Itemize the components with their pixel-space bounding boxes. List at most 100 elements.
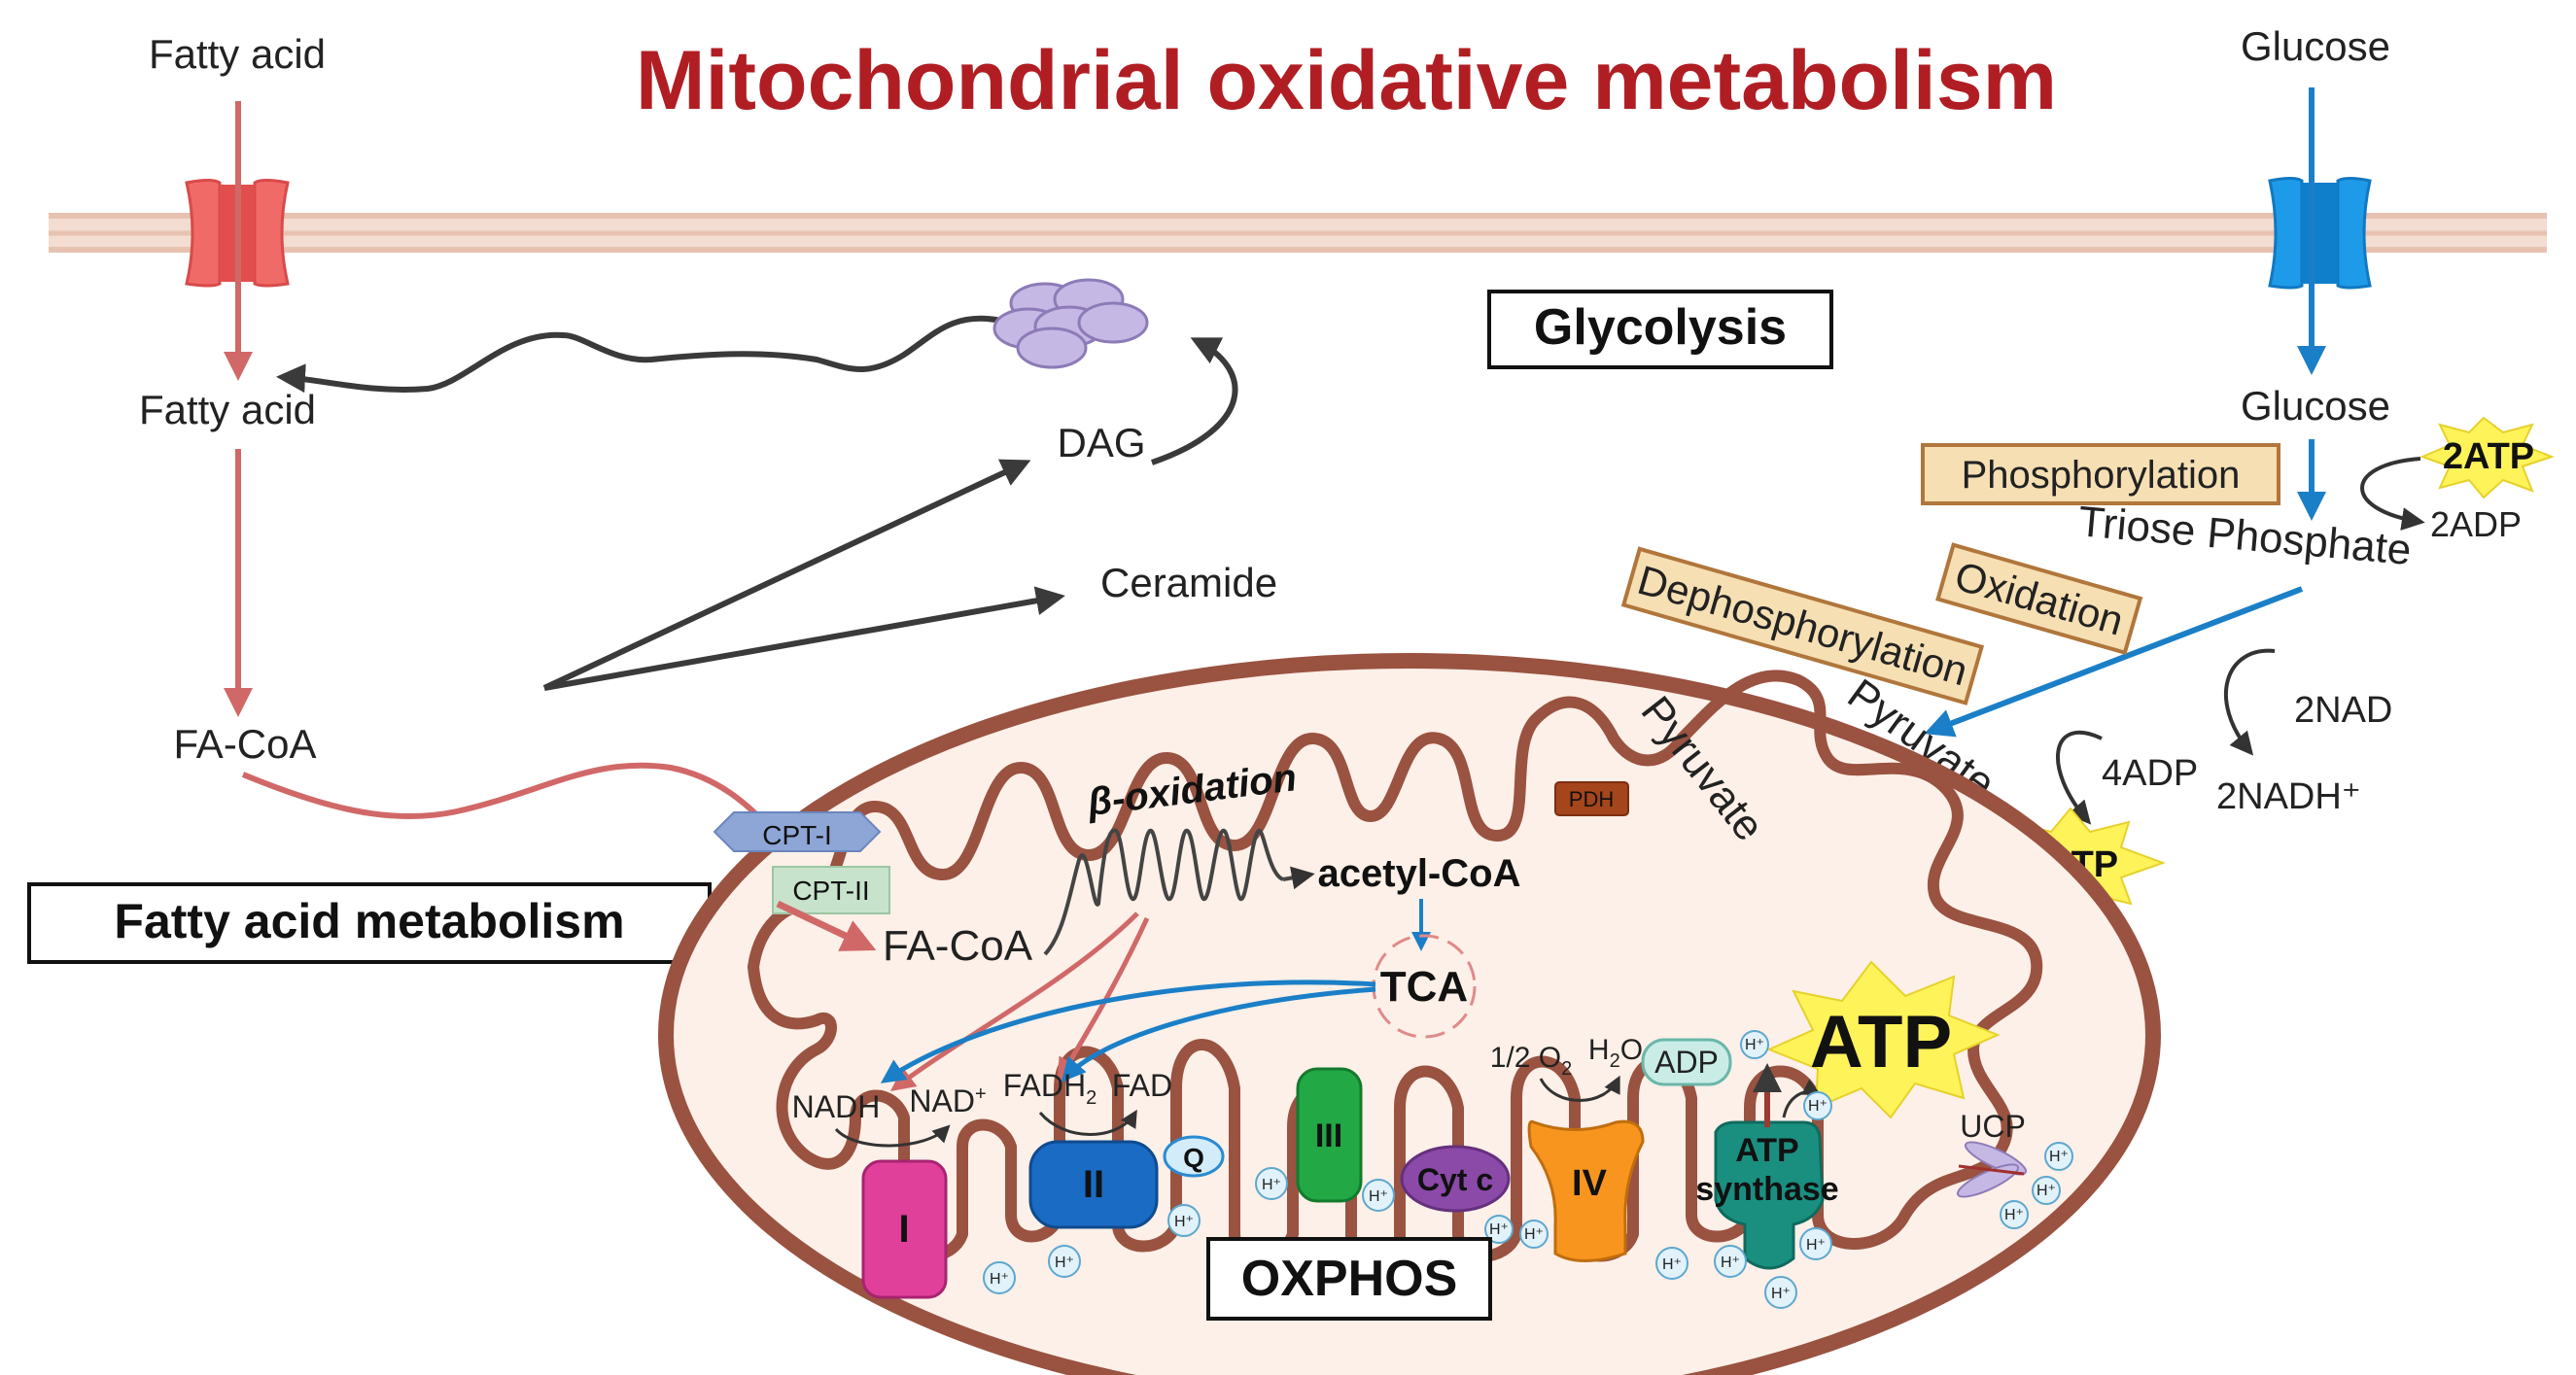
cpt2-label: CPT-II xyxy=(792,876,869,906)
proton-icon: H⁺ xyxy=(2000,1200,2029,1229)
cpt1-label: CPT-I xyxy=(762,820,832,850)
complex-ii: II xyxy=(1028,1140,1159,1229)
complex-i: I xyxy=(861,1159,948,1299)
atp-star-main: ATP xyxy=(1766,960,2001,1119)
atp-synthase-line2: synthase xyxy=(1695,1171,1838,1208)
fa-coa-label: FA-CoA xyxy=(173,721,316,767)
proton-icon: H⁺ xyxy=(1655,1247,1688,1280)
fatty-acid-metabolism-box: Fatty acid metabolism xyxy=(27,882,712,964)
fa-coa-matrix-label: FA-CoA xyxy=(883,922,1033,970)
proton-label: H⁺ xyxy=(990,1271,1009,1288)
o2-to-h2o-arrow xyxy=(1539,1075,1620,1102)
h2o-subscript: 2 xyxy=(1610,1050,1620,1072)
half-o2-text: 1/2 O xyxy=(1490,1042,1561,1074)
atp-synthase-line1: ATP xyxy=(1735,1132,1798,1169)
fadh2-subscript: 2 xyxy=(1086,1087,1097,1109)
proton-label: H⁺ xyxy=(1174,1214,1194,1230)
fatty-acid-pathway-arrows xyxy=(224,101,766,824)
fatty-acid-metabolism-label: Fatty acid metabolism xyxy=(114,894,624,948)
proton-icon: H⁺ xyxy=(1799,1227,1832,1260)
phosphorylation-label: Phosphorylation xyxy=(1962,454,2241,497)
glycolysis-box: Glycolysis xyxy=(1487,290,1833,369)
complex-i-label: I xyxy=(898,1208,909,1251)
proton-label: H⁺ xyxy=(1369,1188,1388,1205)
adp-label: ADP xyxy=(1654,1045,1719,1080)
coenzyme-q: Q xyxy=(1163,1135,1225,1178)
proton-label: H⁺ xyxy=(1055,1255,1074,1271)
h2o-o: O xyxy=(1620,1034,1643,1066)
inner-membrane-cristae xyxy=(748,670,2043,1268)
acetyl-coa-label: acetyl-CoA xyxy=(1318,852,1521,895)
plasma-membrane xyxy=(49,213,2547,253)
beta-oxidation-spiral-icon xyxy=(1043,828,1285,956)
cpt2-transporter: CPT-II xyxy=(772,866,890,914)
complex-iv: IV xyxy=(1527,1119,1645,1262)
q-label: Q xyxy=(1183,1143,1204,1173)
nad-arrow xyxy=(2224,648,2276,756)
fadh2-label: FADH2 xyxy=(1003,1068,1097,1109)
beta-oxidation-to-acetyl-coa-arrow xyxy=(1282,866,1315,890)
proton-icon: H⁺ xyxy=(983,1261,1016,1294)
nad-label: 2NAD xyxy=(2294,690,2392,731)
cpt-to-fa-coa-arrow xyxy=(776,900,877,951)
fad-label: FAD xyxy=(1112,1068,1172,1103)
triose-phosphate-label: Triose Phosphate xyxy=(2076,498,2413,574)
proton-icon: H⁺ xyxy=(1484,1215,1514,1244)
proton-label: H⁺ xyxy=(1524,1226,1544,1243)
cyt-c-label: Cyt c xyxy=(1417,1162,1493,1197)
proton-label: H⁺ xyxy=(2049,1149,2069,1165)
proton-icon: H⁺ xyxy=(2044,1142,2073,1171)
proton-icon: H⁺ xyxy=(1167,1204,1201,1237)
ucp-channel xyxy=(1956,1141,2028,1198)
proton-icon: H⁺ xyxy=(1519,1220,1549,1249)
proton-label: H⁺ xyxy=(1662,1256,1682,1273)
proton-label: H⁺ xyxy=(1745,1037,1764,1053)
fatty-acid-label: Fatty acid xyxy=(139,387,316,432)
complex-iv-label: IV xyxy=(1572,1163,1608,1204)
proton-icon: H⁺ xyxy=(1740,1030,1769,1059)
proton-icon: H⁺ xyxy=(1362,1179,1395,1212)
h2o-h: H xyxy=(1588,1034,1610,1066)
diagram-title: Mitochondrial oxidative metabolism xyxy=(636,34,2057,127)
pdh-enzyme: PDH xyxy=(1554,781,1629,816)
oxphos-box: OXPHOS xyxy=(1206,1237,1492,1321)
o2-subscript: 2 xyxy=(1561,1058,1572,1080)
tca-label: TCA xyxy=(1380,963,1468,1011)
dephosphorylation-label: Dephosphorylation xyxy=(1633,557,1973,695)
proton-icon: H⁺ xyxy=(1255,1167,1288,1200)
oxidation-box: Oxidation xyxy=(1935,542,2143,656)
phosphorylation-box: Phosphorylation xyxy=(1921,443,2280,505)
lipid-synthesis-arrows xyxy=(276,315,1238,691)
nadh-matrix-label: NADH xyxy=(792,1089,881,1124)
proton-label: H⁺ xyxy=(2036,1183,2056,1199)
tca-product-arrows xyxy=(880,980,1376,1083)
glycolysis-label: Glycolysis xyxy=(1534,299,1787,356)
atp-main-label: ATP xyxy=(1810,1001,1952,1083)
adp-4-arrow xyxy=(2055,730,2103,825)
proton-icon: H⁺ xyxy=(1764,1276,1797,1309)
atp-to-adp-arrow xyxy=(2360,457,2425,532)
fadh2-to-fad-arrow xyxy=(1038,1109,1137,1136)
nad-superscript: + xyxy=(975,1083,987,1105)
proton-label: H⁺ xyxy=(1808,1098,1828,1115)
cpt1-transporter: CPT-I xyxy=(713,811,882,852)
adp-4-label: 4ADP xyxy=(2102,753,2198,794)
pdh-label: PDH xyxy=(1569,787,1614,811)
atp-synthase: ATP synthase xyxy=(1695,1120,1839,1270)
proton-label: H⁺ xyxy=(1721,1255,1740,1271)
oxphos-label: OXPHOS xyxy=(1241,1251,1458,1307)
adp-pill: ADP xyxy=(1641,1038,1732,1086)
proton-icon: H⁺ xyxy=(1803,1091,1832,1120)
proton-icon: H⁺ xyxy=(1048,1245,1081,1278)
nadh-to-nad-arrow xyxy=(834,1124,951,1148)
proton-label: H⁺ xyxy=(1262,1177,1281,1193)
cytochrome-c: Cyt c xyxy=(1400,1145,1511,1213)
nadh-label: 2NADH⁺ xyxy=(2216,776,2361,817)
glucose-input-label: Glucose xyxy=(2241,23,2390,69)
complex-iii-label: III xyxy=(1315,1117,1342,1154)
glucose-label: Glucose xyxy=(2241,383,2390,429)
proton-icon: H⁺ xyxy=(1714,1245,1747,1278)
h2o-label: H2O xyxy=(1588,1034,1643,1072)
proton-label: H⁺ xyxy=(1771,1286,1791,1302)
